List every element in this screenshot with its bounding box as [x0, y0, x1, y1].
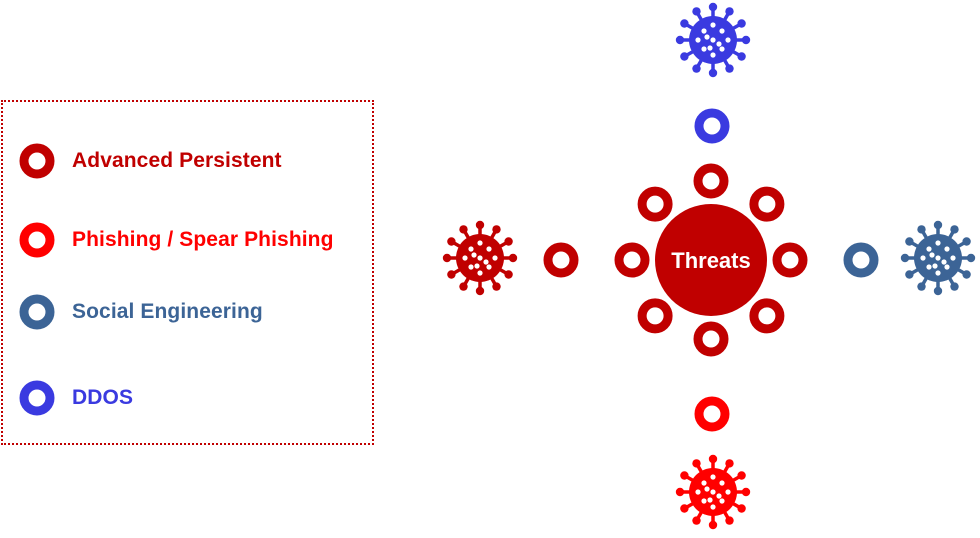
- threats-hub: [655, 204, 767, 316]
- hub-label: Threats: [671, 248, 750, 273]
- ring-icon: [19, 380, 55, 416]
- social-engineering-virus-icon: [900, 220, 976, 296]
- social-engineering-ring: [843, 242, 879, 278]
- phishing-virus-icon: [675, 454, 751, 530]
- legend-box: Advanced Persistent Phishing / Spear Phi…: [1, 100, 374, 445]
- ddos-virus-icon: [675, 2, 751, 78]
- satellite-ring: [772, 242, 808, 278]
- legend-item-advanced-persistent: Advanced Persistent: [19, 141, 282, 181]
- ring-icon: [19, 294, 55, 330]
- satellite-rings: [614, 163, 808, 357]
- advanced-persistent-ring: [543, 242, 579, 278]
- legend-label: DDOS: [72, 386, 134, 409]
- satellite-ring: [637, 186, 673, 222]
- advanced-persistent-virus-icon: [442, 220, 518, 296]
- phishing-ring: [694, 396, 730, 432]
- legend-label: Advanced Persistent: [72, 149, 282, 172]
- legend-item-ddos: DDOS: [19, 378, 133, 418]
- ring-icon: [19, 222, 55, 258]
- legend-label: Phishing / Spear Phishing: [72, 228, 334, 251]
- satellite-ring: [693, 163, 729, 199]
- legend-item-social-engineering: Social Engineering: [19, 292, 263, 332]
- ring-icon: [19, 143, 55, 179]
- ddos-ring: [694, 108, 730, 144]
- legend-item-phishing: Phishing / Spear Phishing: [19, 220, 334, 260]
- satellite-ring: [749, 186, 785, 222]
- legend-label: Social Engineering: [72, 300, 263, 323]
- satellite-ring: [637, 298, 673, 334]
- satellite-ring: [614, 242, 650, 278]
- satellite-ring: [693, 321, 729, 357]
- satellite-ring: [749, 298, 785, 334]
